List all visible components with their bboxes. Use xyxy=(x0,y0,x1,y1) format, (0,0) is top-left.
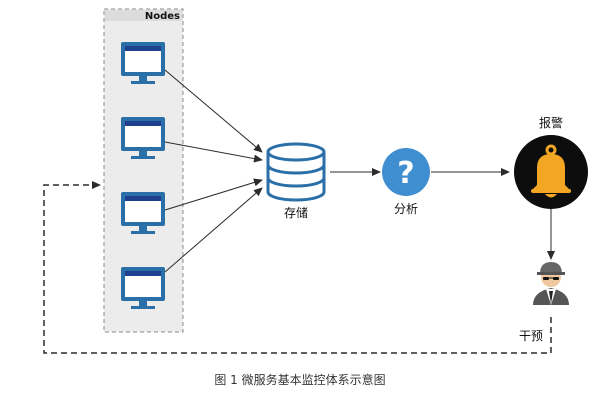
intervene-label: 干预 xyxy=(519,329,543,343)
monitor-icon xyxy=(121,267,165,309)
monitor-icon xyxy=(121,192,165,234)
spy-person-icon xyxy=(533,262,569,305)
figure-caption: 图 1 微服务基本监控体系示意图 xyxy=(214,373,386,387)
monitor-icon xyxy=(121,117,165,159)
monitor-icon xyxy=(121,42,165,84)
storage-label: 存储 xyxy=(284,205,308,220)
feedback-dashed-arrow xyxy=(43,181,552,354)
arrow-node4-to-storage xyxy=(164,187,263,273)
database-icon xyxy=(266,142,326,202)
arrow-node1-to-storage xyxy=(164,69,263,153)
arrow-node3-to-storage xyxy=(164,178,263,211)
analysis-label: 分析 xyxy=(394,202,418,216)
arrow-node2-to-storage xyxy=(164,141,263,163)
question-glyph: ? xyxy=(397,156,414,191)
question-icon: ? xyxy=(382,148,430,196)
alarm-label: 报警 xyxy=(539,115,563,130)
nodes-group-label: Nodes xyxy=(145,11,180,22)
bell-icon xyxy=(514,135,588,209)
